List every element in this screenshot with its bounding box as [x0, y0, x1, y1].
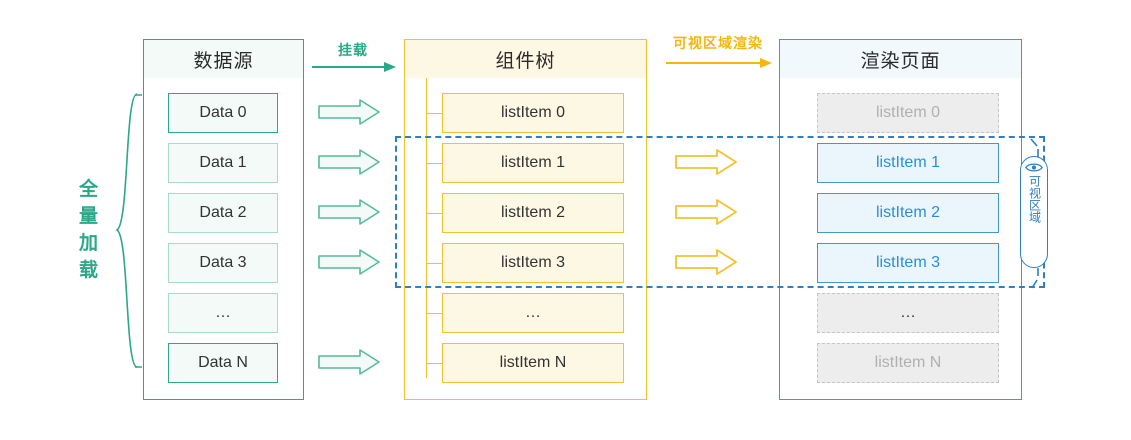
- viewport-render-flow-arrow-icon: [666, 58, 772, 68]
- tree-connector: [426, 263, 442, 265]
- viewport-render-flow-label: 可视区域渲染: [673, 35, 763, 51]
- page-item-ghost: listItem 0: [817, 93, 999, 133]
- data-to-tree-arrow: [318, 249, 380, 275]
- tree-connector: [426, 313, 442, 315]
- tree-to-page-arrow: [675, 199, 737, 225]
- viewport-badge-connector-bottom: [1031, 268, 1039, 289]
- mount-flow-arrow-icon: [312, 62, 396, 72]
- data-item[interactable]: Data N: [168, 343, 278, 383]
- page-item-active[interactable]: listItem 2: [817, 193, 999, 233]
- data-source-header: 数据源: [143, 39, 304, 79]
- page-item-ellipsis: …: [817, 293, 999, 333]
- data-to-tree-arrow: [318, 149, 380, 175]
- tree-to-page-arrow: [675, 249, 737, 275]
- tree-item[interactable]: listItem 2: [442, 193, 624, 233]
- tree-to-page-arrow: [675, 149, 737, 175]
- data-source-column: 数据源 Data 0 Data 1 Data 2 Data 3 … Data N: [143, 39, 304, 400]
- tree-item-ellipsis: …: [442, 293, 624, 333]
- data-to-tree-arrow: [318, 199, 380, 225]
- data-item-ellipsis: …: [168, 293, 278, 333]
- eye-icon: [1025, 163, 1043, 172]
- tree-item[interactable]: listItem 0: [442, 93, 624, 133]
- tree-item[interactable]: listItem 3: [442, 243, 624, 283]
- data-source-body: Data 0 Data 1 Data 2 Data 3 … Data N: [143, 78, 304, 400]
- tree-item[interactable]: listItem N: [442, 343, 624, 383]
- component-tree-body: listItem 0 listItem 1 listItem 2 listIte…: [404, 78, 647, 400]
- data-to-tree-arrow: [318, 99, 380, 125]
- full-load-caption: 全量加载: [78, 179, 99, 281]
- viewport-badge-label: 可视区域: [1027, 175, 1042, 223]
- tree-connector: [426, 363, 442, 365]
- data-item[interactable]: Data 0: [168, 93, 278, 133]
- data-to-tree-arrow: [318, 349, 380, 375]
- viewport-badge[interactable]: 可视区域: [1020, 156, 1048, 268]
- data-item[interactable]: Data 1: [168, 143, 278, 183]
- rendered-page-header: 渲染页面: [779, 39, 1022, 79]
- tree-connector: [426, 213, 442, 215]
- mount-flow-label: 挂载: [338, 42, 368, 58]
- page-item-ghost: listItem N: [817, 343, 999, 383]
- page-item-active[interactable]: listItem 1: [817, 143, 999, 183]
- tree-item[interactable]: listItem 1: [442, 143, 624, 183]
- data-item[interactable]: Data 3: [168, 243, 278, 283]
- viewport-render-flow: 可视区域渲染: [664, 33, 772, 70]
- tree-connector: [426, 113, 442, 115]
- rendered-page-body: listItem 0 listItem 1 listItem 2 listIte…: [779, 78, 1022, 400]
- page-item-active[interactable]: listItem 3: [817, 243, 999, 283]
- tree-connector: [426, 163, 442, 165]
- viewport-badge-connector-top: [1030, 138, 1039, 157]
- data-item[interactable]: Data 2: [168, 193, 278, 233]
- component-tree-header: 组件树: [404, 39, 647, 79]
- component-tree-column: 组件树 listItem 0 listItem 1 listItem 2 lis…: [404, 39, 647, 400]
- mount-flow: 挂载: [310, 40, 396, 74]
- tree-trunk-line: [426, 78, 428, 378]
- full-load-bracket: [115, 93, 138, 368]
- rendered-page-column: 渲染页面 listItem 0 listItem 1 listItem 2 li…: [779, 39, 1022, 400]
